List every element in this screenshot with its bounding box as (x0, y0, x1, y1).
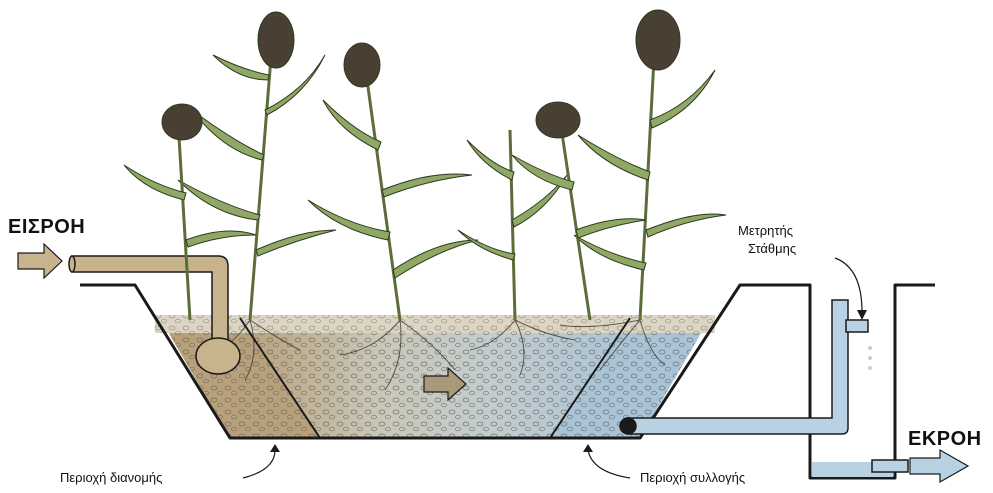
level-meter-dots (868, 346, 872, 370)
pointer-arrowhead (857, 310, 867, 320)
reed-seed-head (258, 12, 294, 68)
distribution-zone-label: Περιοχή διανομής (60, 470, 162, 485)
collection-zone-label: Περιοχή συλλογής (640, 470, 745, 485)
reed-seed-head (536, 102, 580, 138)
reed-seed-head (344, 43, 380, 87)
inflow-label: ΕΙΣΡΟΗ (8, 216, 85, 239)
outflow-label: ΕΚΡΟΗ (908, 428, 982, 451)
level-meter-label-line1: Μετρητής (738, 223, 793, 238)
reed-seed-head (636, 10, 680, 70)
outflow-arrow-icon (910, 450, 968, 482)
distribution-zone-pointer (243, 450, 275, 478)
reed-seed-head (162, 104, 202, 140)
reed-4 (458, 130, 567, 320)
collection-zone-pointer (588, 450, 630, 478)
reed-5 (574, 10, 726, 320)
right-arrow-icon (18, 244, 62, 278)
reed-1 (178, 12, 336, 320)
reed-3 (308, 43, 478, 320)
level-meter-label-line2: Στάθμης (748, 241, 796, 256)
